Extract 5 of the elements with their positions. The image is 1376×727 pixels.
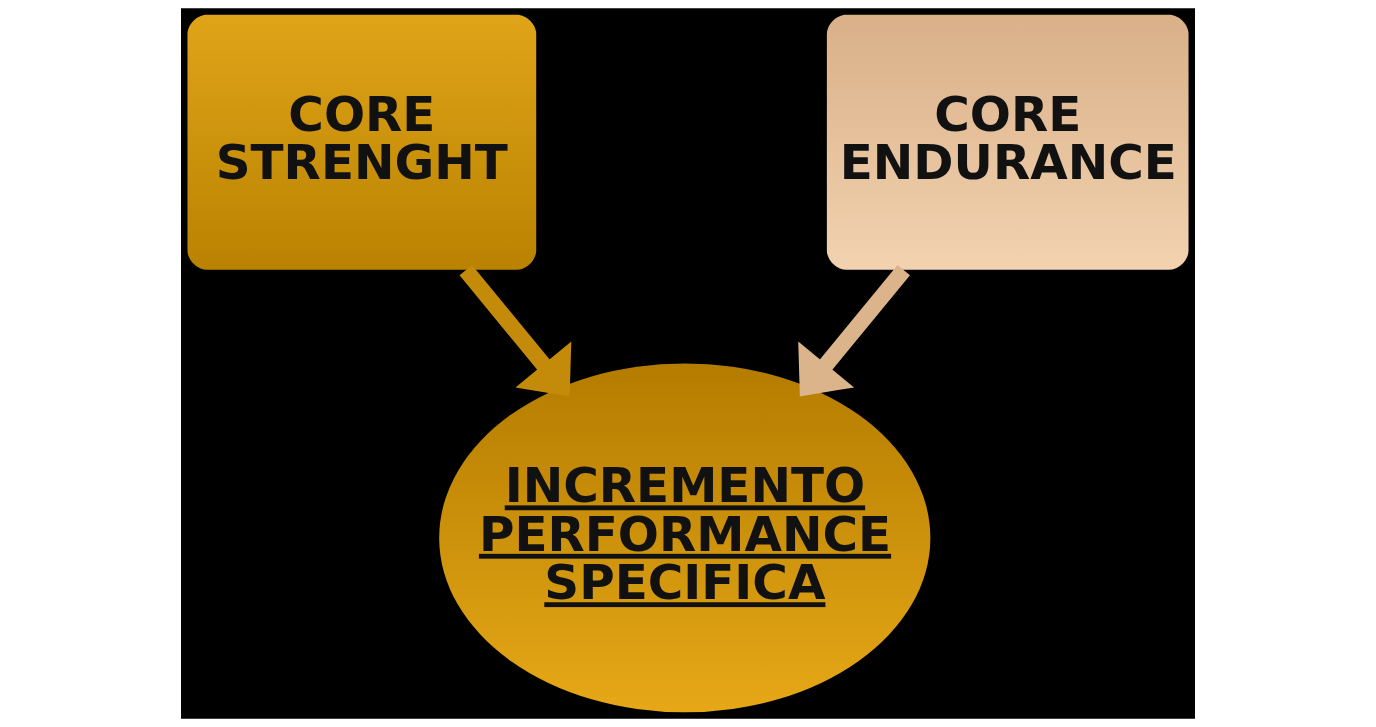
node-ellipse: INCREMENTO PERFORMANCE SPECIFICA: [439, 363, 931, 713]
node-box: CORE STRENGHT: [187, 14, 537, 270]
node-box: CORE ENDURANCE: [826, 14, 1189, 270]
arrow: [798, 265, 910, 397]
arrow: [459, 265, 572, 397]
